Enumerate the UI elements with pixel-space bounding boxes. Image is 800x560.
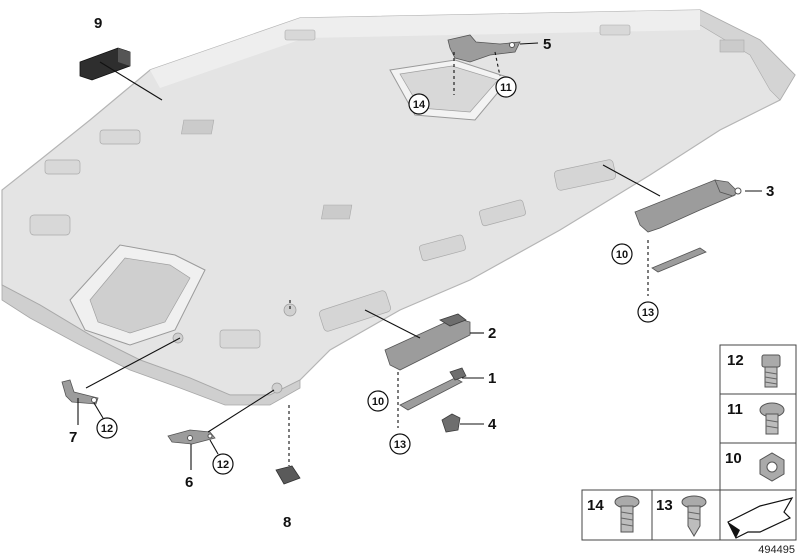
torx-screw-icon — [759, 402, 785, 435]
fastener-legend: 12 11 10 — [581, 344, 797, 541]
svg-text:13: 13 — [642, 307, 654, 319]
flange-screw-icon — [614, 495, 640, 533]
part-5-bracket — [447, 34, 521, 63]
callout-7: 7 — [69, 429, 77, 446]
circled-callout-11: 11 — [495, 76, 517, 98]
svg-text:12: 12 — [727, 352, 744, 369]
callout-9: 9 — [94, 15, 102, 32]
diagram-code: 494495 — [758, 544, 795, 556]
circled-callout-13-center: 13 — [389, 433, 411, 455]
part-6-bracket — [167, 429, 216, 445]
part-3-bracket — [634, 179, 742, 233]
svg-text:10: 10 — [372, 396, 384, 408]
callout-4: 4 — [488, 416, 497, 433]
self-tapping-screw-icon — [681, 495, 707, 537]
svg-text:11: 11 — [727, 401, 743, 418]
part-2-bracket — [384, 313, 471, 371]
hex-nut-icon — [759, 452, 785, 482]
legend-item-11: 11 — [719, 393, 797, 444]
legend-item-12: 12 — [719, 344, 797, 395]
svg-text:14: 14 — [587, 497, 604, 514]
svg-text:14: 14 — [413, 99, 426, 111]
part-3-handle-rail — [651, 247, 707, 273]
legend-item-14: 14 — [581, 489, 653, 541]
circled-callout-13-right: 13 — [637, 301, 659, 323]
circled-callouts: 14 11 10 13 10 13 12 12 — [96, 76, 659, 475]
svg-text:12: 12 — [101, 423, 113, 435]
hex-socket-screw-icon — [761, 354, 781, 388]
circled-callout-12-center: 12 — [212, 453, 234, 475]
part-4-clip — [441, 413, 461, 433]
part-7-bracket — [61, 379, 99, 405]
svg-text:13: 13 — [394, 439, 406, 451]
legend-item-13: 13 — [651, 489, 721, 541]
callout-2: 2 — [488, 325, 496, 342]
svg-text:10: 10 — [616, 249, 628, 261]
callout-5: 5 — [543, 36, 551, 53]
callout-labels: 9 5 3 2 1 4 7 6 8 — [69, 15, 774, 531]
callout-6: 6 — [185, 474, 193, 491]
callout-3: 3 — [766, 183, 774, 200]
part-8-clip — [275, 465, 301, 485]
direction-arrow-box — [719, 489, 797, 541]
svg-text:11: 11 — [500, 82, 512, 94]
circled-callout-14: 14 — [408, 93, 430, 115]
circled-callout-10-center: 10 — [367, 390, 389, 412]
headliner-panel — [1, 9, 796, 406]
callout-8: 8 — [283, 514, 291, 531]
direction-arrow-icon — [727, 497, 794, 539]
part-1-grab-handle — [399, 367, 467, 411]
callout-1: 1 — [488, 370, 496, 387]
legend-item-10: 10 — [719, 442, 797, 491]
svg-text:12: 12 — [217, 459, 229, 471]
svg-text:13: 13 — [656, 497, 673, 514]
circled-callout-10-right: 10 — [611, 243, 633, 265]
leader-lines — [77, 42, 762, 470]
svg-text:10: 10 — [725, 450, 742, 467]
circled-callout-12-left: 12 — [96, 417, 118, 439]
part-9-foam-block — [79, 47, 131, 81]
